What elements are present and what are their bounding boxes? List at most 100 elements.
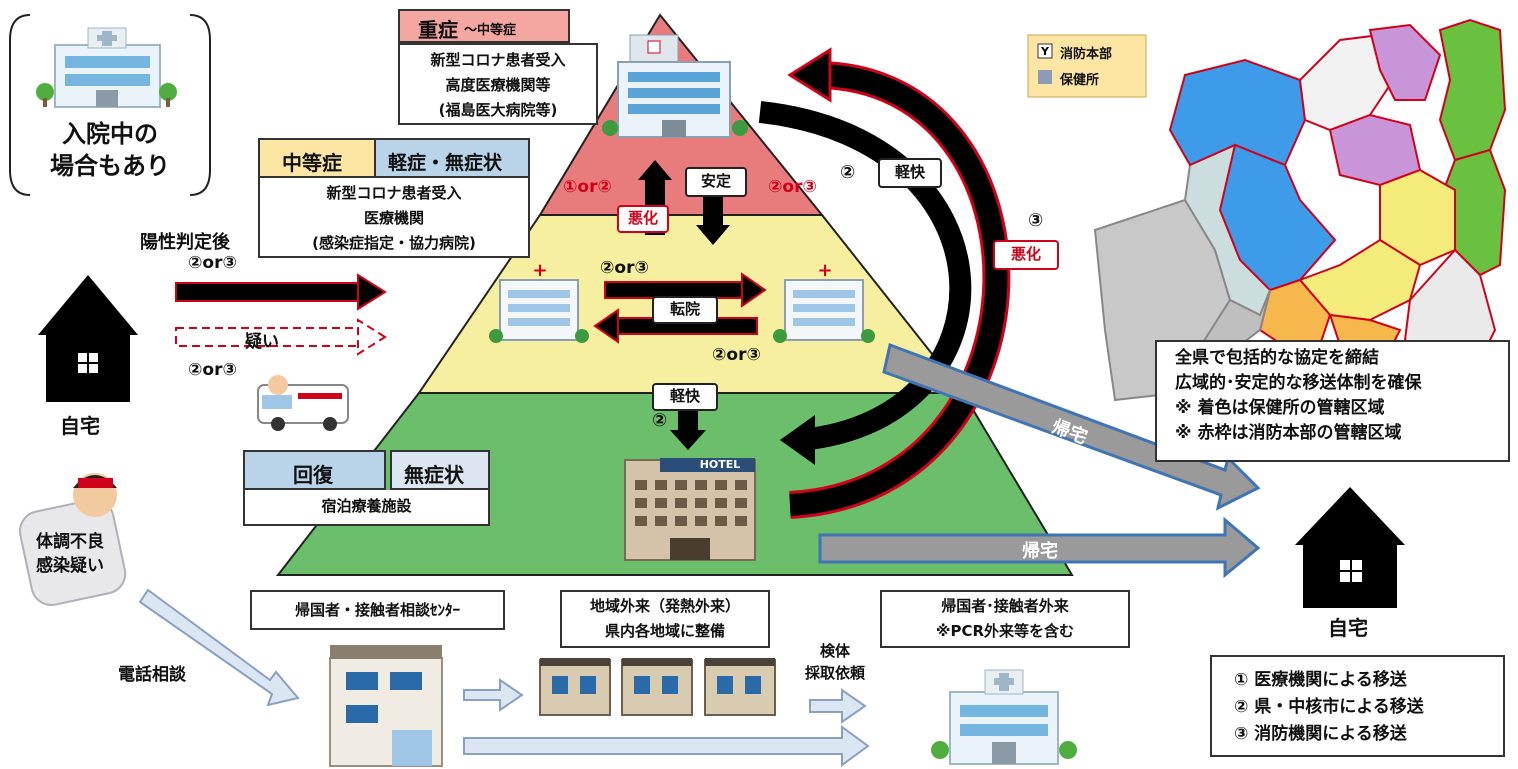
recovery-header-right: 無症状: [404, 463, 464, 487]
sick-label-line1: 体調不良: [36, 532, 104, 552]
label-three-arc: ③: [1028, 210, 1044, 231]
stable-down-arrow: [696, 225, 730, 245]
transport-legend-item2: ② 県・中核市による移送: [1234, 697, 1424, 717]
moderate-line2: 医療機関: [363, 209, 424, 227]
worsen-up-arrow: [638, 160, 672, 180]
agreement-box: 全県で包括的な協定を締結 広域的･安定的な移送体制を確保 ※ 着色は保健所の管轄…: [1155, 340, 1510, 462]
transport-legend-item1: ① 医療機関による移送: [1234, 670, 1407, 690]
prefecture-map: [1093, 18, 1507, 402]
transfer-tag: 転院: [652, 296, 718, 324]
center-to-returnee-arrow: [463, 725, 870, 767]
label-two-hotel: ②: [652, 410, 668, 431]
note-bracket-left: [9, 14, 31, 196]
label-two-or-three-suspect: ②or③: [188, 360, 237, 380]
svg-text:+: +: [817, 260, 832, 281]
consult-center-box: 帰国者・接触者相談ｾﾝﾀｰ: [250, 590, 505, 630]
label-two-arc: ②: [840, 162, 856, 183]
home-label-left: 自宅: [60, 414, 100, 438]
moderate-header-left-box: 中等症: [258, 138, 376, 178]
home-label-right: 自宅: [1328, 616, 1368, 640]
hotel-icon: [624, 458, 756, 561]
agreement-line2: 広域的･安定的な移送体制を確保: [1175, 373, 1422, 393]
suspect-arrowhead: [357, 318, 387, 356]
severe-header-sub: 〜中等症: [464, 23, 517, 38]
recovery-header-left: 回復: [293, 463, 333, 487]
moderate-header-left: 中等症: [282, 151, 342, 175]
regional-outpatient-line1: 地域外来（発熱外来）: [589, 597, 740, 615]
severe-line1: 新型コロナ患者受入: [430, 51, 566, 69]
severe-line2: 高度医療機関等: [445, 76, 551, 94]
agreement-line4: ※ 赤枠は消防本部の管轄区域: [1175, 423, 1402, 443]
worsen-tag-pyramid: 悪化: [617, 205, 669, 233]
agreement-line3: ※ 着色は保健所の管轄区域: [1175, 398, 1385, 418]
returnee-outpatient-line1: 帰国者･接触者外来: [941, 597, 1069, 615]
phone-consult-arrow: [138, 588, 300, 707]
mild-arc-arrowhead: [780, 415, 815, 465]
moderate-line1: 新型コロナ患者受入: [326, 184, 462, 202]
hospitalized-note: 入院中の 場合もあり: [30, 118, 190, 182]
label-two-or-three-transfer-bottom: ②or③: [712, 345, 761, 365]
hospital-icon-severe: [602, 34, 748, 138]
center-to-outpatient-arrow: [463, 678, 524, 712]
consult-center-building-icon: [329, 645, 443, 767]
home-icon-left: [38, 275, 138, 402]
label-two-or-three-positive: ②or③: [188, 253, 237, 273]
hospital-icon-moderate-right: +: [773, 260, 875, 343]
moderate-line3: (感染症指定・協力病院): [312, 234, 476, 252]
note-line2: 場合もあり: [50, 152, 170, 180]
transport-legend: ① 医療機関による移送 ② 県・中核市による移送 ③ 消防機関による移送: [1210, 655, 1505, 757]
suspect-label: 疑い: [245, 332, 279, 352]
svg-text:Y: Y: [1040, 45, 1050, 58]
positive-arrowhead: [357, 273, 387, 311]
sick-person-icon: [18, 473, 127, 607]
hospital-icon-topleft: [36, 27, 177, 108]
map-legend-health: 保健所: [1060, 73, 1100, 88]
transfer-left-arrowhead: [593, 308, 619, 344]
return-home-label-straight: 帰宅: [1022, 541, 1058, 562]
worsen-arc-arrowhead: [787, 47, 832, 103]
map-legend-fire: 消防本部: [1060, 47, 1113, 62]
return-home-straight-arrow: [818, 516, 1261, 579]
severe-box: 新型コロナ患者受入 高度医療機関等 (福島医大病院等): [398, 43, 598, 125]
hotel-sign: HOTEL: [699, 458, 741, 471]
worsen-tag-arc: 悪化: [993, 240, 1059, 270]
recovery-header-right-box: 無症状: [390, 450, 490, 490]
severe-line3: (福島医大病院等): [438, 101, 558, 119]
hospital-icon-moderate-left: +: [489, 260, 589, 343]
regional-outpatient-box: 地域外来（発熱外来） 県内各地域に整備: [560, 590, 770, 648]
severe-header-main: 重症: [418, 18, 458, 42]
ambulance-icon: [257, 375, 349, 431]
after-positive-label: 陽性判定後: [140, 232, 230, 253]
moderate-header-right: 軽症・無症状: [388, 152, 503, 174]
label-one-or-two: ①or②: [563, 177, 612, 197]
moderate-box: 新型コロナ患者受入 医療機関 (感染症指定・協力病院): [258, 178, 530, 258]
sick-label-line2: 感染疑い: [36, 556, 104, 576]
returnee-outpatient-hospital-icon: [931, 669, 1077, 765]
note-line1: 入院中の: [62, 120, 158, 148]
svg-text:+: +: [532, 260, 547, 281]
mild-tag-arc: 軽快: [878, 158, 942, 188]
mild-arc-outer-arrow: [758, 101, 972, 451]
note-bracket-right: [189, 14, 211, 196]
recovery-header-left-box: 回復: [243, 450, 386, 490]
specimen-line2: 採取依頼: [804, 664, 865, 682]
specimen-line1: 検体: [819, 642, 850, 660]
returnee-outpatient-line2: ※PCR外来等を含む: [935, 622, 1075, 640]
specimen-label: 検体 採取依頼: [800, 640, 870, 684]
home-icon-right: [1295, 487, 1405, 608]
label-two-or-three-top: ②or③: [768, 177, 817, 197]
regional-outpatient-line2: 県内各地域に整備: [604, 622, 725, 640]
returnee-outpatient-box: 帰国者･接触者外来 ※PCR外来等を含む: [880, 590, 1130, 648]
transport-legend-item3: ③ 消防機関による移送: [1234, 724, 1407, 744]
regional-outpatient-buildings-icon: [539, 658, 776, 716]
specimen-arrow: [809, 688, 867, 724]
transfer-right-arrowhead: [741, 272, 767, 308]
consult-center-label: 帰国者・接触者相談ｾﾝﾀｰ: [294, 601, 460, 619]
label-two-or-three-transfer-top: ②or③: [600, 258, 649, 278]
mild-down-arrow: [670, 430, 706, 450]
stable-tag: 安定: [685, 167, 747, 197]
recovery-box: 宿泊療養施設: [243, 490, 490, 526]
recovery-body: 宿泊療養施設: [321, 497, 412, 515]
